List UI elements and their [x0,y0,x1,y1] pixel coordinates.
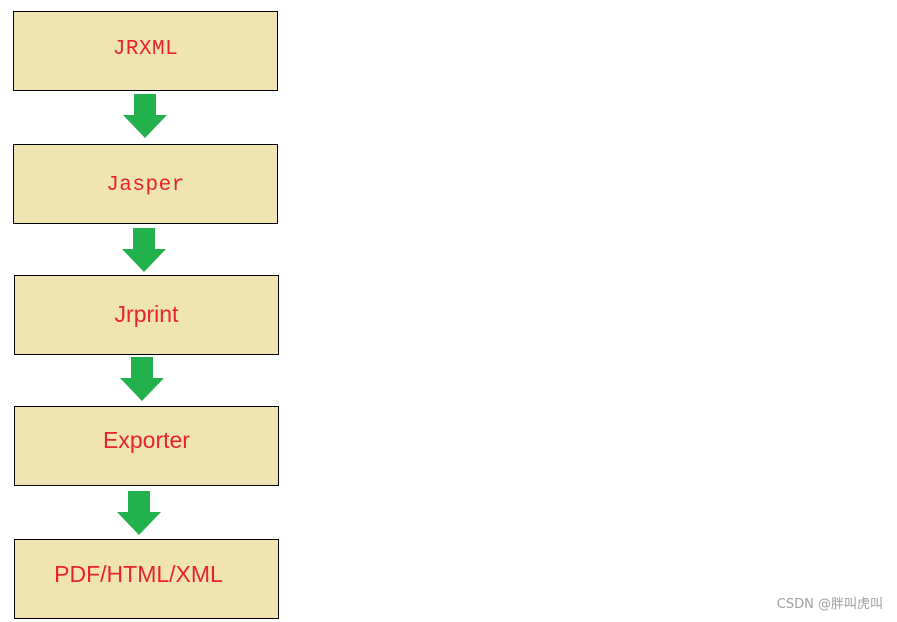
node-jrprint: Jrprint [14,275,279,355]
node-pdf-html-xml-label: PDF/HTML/XML [54,560,223,587]
watermark: CSDN @胖叫虎叫 [776,597,883,612]
down-arrow-icon [123,94,167,138]
node-jasper: Jasper [13,144,278,224]
node-jrprint-label: Jrprint [114,300,179,327]
node-jrxml: JRXML [13,11,278,91]
node-exporter-label: Exporter [103,426,190,453]
node-pdf-html-xml: PDF/HTML/XML [14,539,279,619]
node-exporter: Exporter [14,406,279,486]
down-arrow-icon [117,491,161,535]
node-jrxml-label: JRXML [112,37,179,61]
node-jasper-label: Jasper [106,173,185,197]
down-arrow-icon [122,228,166,272]
down-arrow-icon [120,357,164,401]
